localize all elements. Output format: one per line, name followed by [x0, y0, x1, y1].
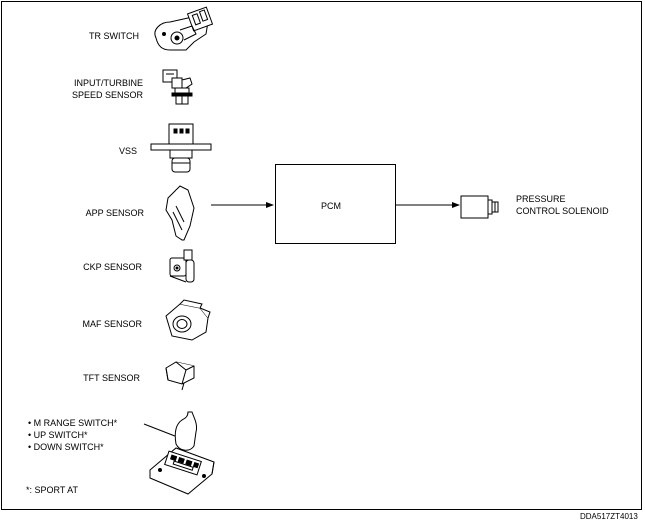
app-sensor-label: APP SENSOR	[85, 208, 144, 218]
input-turbine-label-1: INPUT/TURBINE	[73, 78, 143, 88]
pcm-box: PCM	[275, 164, 396, 244]
down-switch-label: DOWN SWITCH*	[28, 441, 104, 453]
maf-sensor-icon	[165, 299, 211, 341]
switch-leader-line	[143, 423, 181, 439]
pcm-label: PCM	[321, 201, 341, 211]
figure-code: DDA517ZT4013	[580, 512, 638, 521]
diagram-frame	[1, 1, 642, 510]
footnote: *: SPORT AT	[26, 485, 79, 495]
tft-sensor-label: TFT SENSOR	[83, 373, 140, 383]
selector-lever-icon	[143, 411, 215, 495]
pressure-control-solenoid-label-1: PRESSURE	[516, 194, 566, 204]
pressure-control-solenoid-label-2: CONTROL SOLENOID	[516, 206, 609, 216]
maf-sensor-label: MAF SENSOR	[82, 319, 142, 329]
ckp-sensor-label: CKP SENSOR	[83, 262, 142, 272]
pressure-control-solenoid-icon	[460, 195, 499, 219]
vss-label: VSS	[118, 146, 137, 156]
m-range-switch-label: M RANGE SWITCH*	[28, 417, 118, 429]
app-sensor-icon	[165, 185, 195, 241]
tft-sensor-icon	[165, 361, 195, 391]
tr-switch-label: TR SWITCH	[89, 31, 139, 41]
ckp-sensor-icon	[169, 249, 195, 283]
input-turbine-sensor-icon	[162, 69, 193, 105]
up-switch-label: UP SWITCH*	[28, 429, 88, 441]
tr-switch-icon	[154, 6, 214, 51]
vss-icon	[150, 123, 212, 173]
input-turbine-label-2: SPEED SENSOR	[71, 90, 143, 100]
